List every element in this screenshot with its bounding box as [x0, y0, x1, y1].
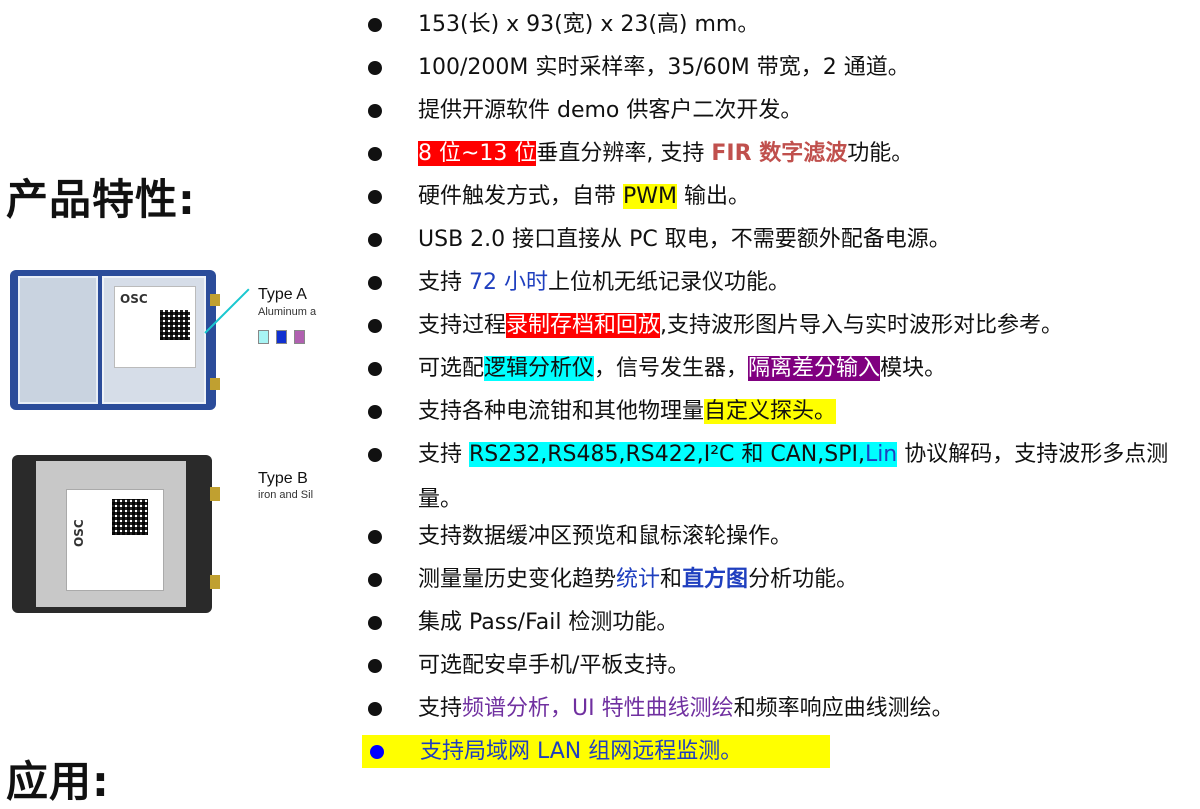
feature-text: 隔离差分输入 — [748, 356, 881, 381]
feature-text: PWM — [623, 184, 678, 209]
type-b-subtitle: iron and Sil — [258, 489, 314, 501]
feature-item: 支持频谱分析，UI 特性曲线测绘和频率响应曲线测绘。 — [360, 692, 1200, 725]
feature-text: 功能。 — [847, 141, 914, 166]
feature-text: 支持过程 — [418, 313, 507, 338]
device-b-connector — [210, 487, 220, 501]
feature-text: 支持 — [418, 442, 469, 467]
device-a-qr-code — [160, 310, 190, 340]
color-swatch — [258, 330, 269, 344]
applications-heading: 应用: — [6, 757, 110, 806]
feature-text: 统计 — [616, 567, 661, 592]
features-heading: 产品特性: — [6, 175, 196, 224]
feature-item: 集成 Pass/Fail 检测功能。 — [360, 606, 1200, 639]
feature-text: 支持数据缓冲区预览和鼠标滚轮操作。 — [418, 524, 793, 549]
feature-list: 153(长) x 93(宽) x 23(高) mm。 100/200M 实时采样率… — [360, 8, 1200, 778]
feature-text: 和频率响应曲线测绘。 — [733, 696, 954, 721]
type-b-title: Type B — [258, 470, 308, 487]
feature-text: 集成 Pass/Fail 检测功能。 — [418, 610, 679, 635]
feature-text: 可选配安卓手机/平板支持。 — [418, 653, 690, 678]
feature-item: 153(长) x 93(宽) x 23(高) mm。 — [360, 8, 1200, 41]
feature-text: ，信号发生器， — [594, 356, 749, 381]
color-swatch — [294, 330, 305, 344]
device-a-connector — [210, 378, 220, 390]
feature-text: RS232,RS485,RS422,I²C 和 CAN,SPI, — [469, 442, 865, 467]
feature-item: 8 位~13 位垂直分辨率, 支持 FIR 数字滤波功能。 — [360, 137, 1200, 170]
feature-item: 提供开源软件 demo 供客户二次开发。 — [360, 94, 1200, 127]
device-a-osc-text: OSC — [120, 292, 148, 306]
feature-text: USB 2.0 接口直接从 PC 取电，不需要额外配备电源。 — [418, 227, 951, 252]
feature-text: 自定义探头。 — [704, 399, 837, 424]
feature-text: 72 小时 — [469, 270, 548, 295]
type-a-title: Type A — [258, 286, 307, 303]
feature-text: 输出。 — [677, 184, 751, 209]
feature-text: 153(长) x 93(宽) x 23(高) mm。 — [418, 12, 760, 37]
feature-item: 可选配安卓手机/平板支持。 — [360, 649, 1200, 682]
device-b-osc-text: OSC — [72, 519, 86, 547]
device-type-b-image: OSC — [12, 455, 220, 613]
feature-text: 测量量历史变化趋势 — [418, 567, 617, 592]
feature-text: 上位机无纸记录仪功能。 — [548, 270, 791, 295]
feature-item: 可选配逻辑分析仪，信号发生器，隔离差分输入模块。 — [360, 352, 1200, 385]
feature-item: 支持数据缓冲区预览和鼠标滚轮操作。 — [360, 520, 1200, 553]
feature-text: 提供开源软件 demo 供客户二次开发。 — [418, 98, 803, 123]
feature-text: 频谱分析，UI 特性曲线测绘 — [462, 696, 734, 721]
feature-item: 支持各种电流钳和其他物理量自定义探头。 — [360, 395, 1200, 428]
feature-text: Lin — [864, 442, 898, 467]
feature-text: 和 — [660, 567, 683, 592]
feature-item: 支持过程录制存档和回放,支持波形图片导入与实时波形对比参考。 — [360, 309, 1200, 342]
feature-text: 逻辑分析仪 — [484, 356, 595, 381]
feature-text: 录制存档和回放 — [506, 313, 661, 338]
feature-text: 支持各种电流钳和其他物理量 — [418, 399, 705, 424]
feature-text: 100/200M 实时采样率，35/60M 带宽，2 通道。 — [418, 55, 910, 80]
feature-item: 支持 72 小时上位机无纸记录仪功能。 — [360, 266, 1200, 299]
feature-item: 支持局域网 LAN 组网远程监测。 — [362, 735, 830, 768]
device-a-connector — [210, 294, 220, 306]
device-b-connector — [210, 575, 220, 589]
feature-item: 100/200M 实时采样率，35/60M 带宽，2 通道。 — [360, 51, 1200, 84]
feature-text: 模块。 — [880, 356, 947, 381]
device-b-qr-code — [112, 499, 148, 535]
feature-text: 支持 — [418, 270, 469, 295]
feature-item: USB 2.0 接口直接从 PC 取电，不需要额外配备电源。 — [360, 223, 1200, 256]
device-a-left-panel — [18, 276, 98, 404]
feature-item: 硬件触发方式，自带 PWM 输出。 — [360, 180, 1200, 213]
feature-text: FIR 数字滤波 — [711, 141, 848, 166]
color-swatch — [276, 330, 287, 344]
feature-text: 8 位~13 位 — [418, 141, 537, 166]
feature-text: 可选配 — [418, 356, 485, 381]
feature-text: 硬件触发方式，自带 — [418, 184, 623, 209]
feature-text: ,支持波形图片导入与实时波形对比参考。 — [660, 313, 1064, 338]
feature-text: 直方图 — [682, 567, 749, 592]
feature-text: 垂直分辨率, 支持 — [536, 141, 712, 166]
type-a-subtitle: Aluminum a — [258, 306, 317, 318]
feature-text: 协议解码，支持波形多点测量。 — [418, 442, 1169, 512]
feature-item: 测量量历史变化趋势统计和直方图分析功能。 — [360, 563, 1200, 596]
feature-text: 支持 — [418, 696, 463, 721]
feature-text: 分析功能。 — [748, 567, 859, 592]
feature-text: 支持局域网 LAN 组网远程监测。 — [420, 739, 743, 764]
device-type-a-image: OSC — [10, 270, 220, 410]
feature-item: 支持 RS232,RS485,RS422,I²C 和 CAN,SPI,Lin 协… — [360, 432, 1200, 522]
